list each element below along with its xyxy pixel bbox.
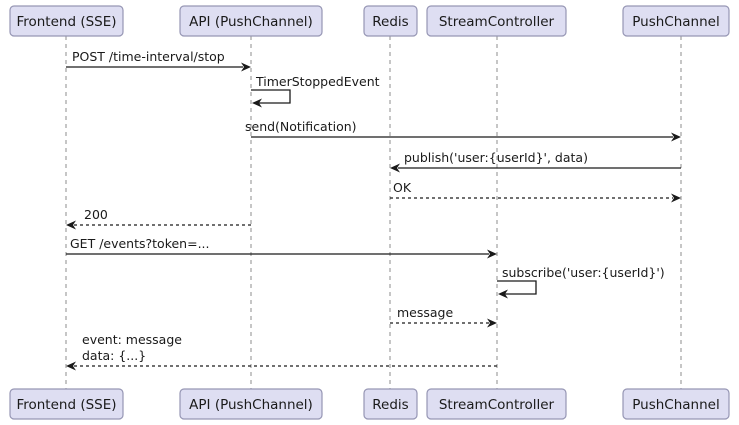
message-label2-m10: data: {...} [82, 348, 146, 363]
participant-box-frontend-top [9, 5, 124, 37]
participant-api-top[interactable]: API (PushChannel) [179, 5, 323, 37]
participant-label-frontend-top: Frontend (SSE) [16, 14, 116, 30]
participant-api-bottom[interactable]: API (PushChannel) [179, 388, 323, 420]
participant-label-api-top: API (PushChannel) [189, 14, 313, 30]
message-m3[interactable]: send(Notification) [245, 119, 681, 142]
participant-frontend-top[interactable]: Frontend (SSE) [9, 5, 124, 37]
message-label-m6: 200 [84, 207, 108, 222]
arrowhead [671, 193, 681, 203]
participant-box-streamcontroller-bottom [426, 388, 567, 420]
lifelines-layer [65, 36, 682, 389]
arrowhead [498, 289, 508, 299]
participant-box-frontend-bottom [9, 388, 124, 420]
message-label-m7: GET /events?token=... [70, 236, 210, 251]
arrowhead [487, 249, 497, 259]
participant-label-redis-top: Redis [372, 14, 408, 30]
arrowhead [671, 132, 681, 142]
participant-label-streamcontroller-bottom: StreamController [439, 397, 555, 413]
message-label-m3: send(Notification) [245, 119, 357, 134]
participant-streamcontroller-top[interactable]: StreamController [426, 5, 567, 37]
participant-pushchannel-top[interactable]: PushChannel [622, 5, 730, 37]
participant-label-streamcontroller-top: StreamController [439, 14, 555, 30]
participant-label-frontend-bottom: Frontend (SSE) [16, 397, 116, 413]
participant-label-redis-bottom: Redis [372, 397, 408, 413]
participants-bottom-layer: Frontend (SSE) API (PushChannel) Redis Stre… [9, 388, 730, 420]
message-label-m9: message [397, 305, 453, 320]
message-m6[interactable]: 200 [66, 207, 251, 230]
participant-box-api-bottom [179, 388, 323, 420]
participant-box-redis-top [363, 5, 418, 37]
message-m2[interactable]: TimerStoppedEvent [251, 74, 380, 108]
arrowhead [390, 163, 400, 173]
arrowhead [252, 98, 262, 108]
participant-pushchannel-bottom[interactable]: PushChannel [622, 388, 730, 420]
participant-box-redis-bottom [363, 388, 418, 420]
participant-streamcontroller-bottom[interactable]: StreamController [426, 388, 567, 420]
message-label-m4: publish('user:{userId}', data) [404, 150, 588, 165]
message-label-m10: event: message [82, 332, 182, 347]
message-label-m8: subscribe('user:{userId}') [502, 265, 665, 280]
participant-label-pushchannel-bottom: PushChannel [632, 397, 719, 413]
message-path-m8 [497, 280, 537, 295]
participant-box-streamcontroller-top [426, 5, 567, 37]
arrowhead [487, 318, 497, 328]
message-m5[interactable]: OK [390, 180, 681, 203]
participant-box-pushchannel-top [622, 5, 730, 37]
message-m4[interactable]: publish('user:{userId}', data) [390, 150, 681, 173]
message-m1[interactable]: POST /time-interval/stop [66, 49, 251, 72]
message-label-m2: TimerStoppedEvent [255, 74, 380, 89]
message-label-m1: POST /time-interval/stop [72, 49, 225, 64]
participant-frontend-bottom[interactable]: Frontend (SSE) [9, 388, 124, 420]
message-m7[interactable]: GET /events?token=... [66, 236, 497, 259]
participant-label-pushchannel-top: PushChannel [632, 14, 719, 30]
arrowhead [241, 62, 251, 72]
participant-box-api-top [179, 5, 323, 37]
arrowhead [66, 220, 76, 230]
message-label-m5: OK [393, 180, 412, 195]
participant-box-pushchannel-bottom [622, 388, 730, 420]
message-m8[interactable]: subscribe('user:{userId}') [497, 265, 665, 299]
participant-redis-top[interactable]: Redis [363, 5, 418, 37]
messages-layer: POST /time-interval/stopTimerStoppedEven… [66, 49, 681, 371]
participant-label-api-bottom: API (PushChannel) [189, 397, 313, 413]
participants-top-layer: Frontend (SSE) API (PushChannel) Redis Stre… [9, 5, 730, 37]
arrowhead [66, 361, 76, 371]
participant-redis-bottom[interactable]: Redis [363, 388, 418, 420]
message-path-m2 [251, 89, 291, 104]
message-m9[interactable]: message [390, 305, 497, 328]
